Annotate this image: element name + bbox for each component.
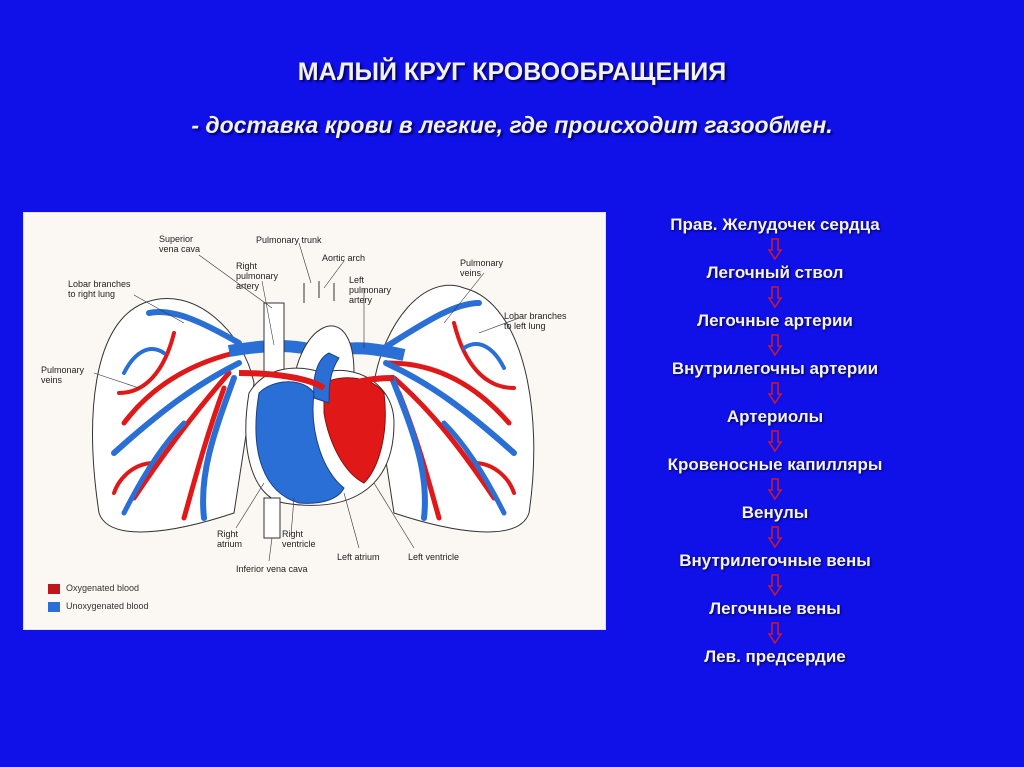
left-lung-vessels [381, 300, 517, 521]
label-lobar-branches-left: Lobar branches to left lung [504, 311, 567, 331]
down-arrow-icon [765, 477, 785, 501]
label-pulmonary-trunk: Pulmonary trunk [256, 235, 322, 245]
inferior-vena-cava [263, 497, 281, 539]
label-left-pulmonary-artery: Left pulmonary artery [349, 275, 392, 305]
label-aortic-arch: Aortic arch [322, 253, 366, 263]
legend-oxygenated-label: Oxygenated blood [66, 583, 140, 593]
pulmonary-trunk [313, 352, 340, 404]
right-lung-vessels [111, 309, 242, 521]
down-arrow-icon [765, 333, 785, 357]
oxygenated-swatch [48, 583, 60, 594]
pulmonary-circulation-diagram: Superior vena cava Pulmonary trunk Aorti… [23, 212, 606, 630]
label-lobar-branches-right: Lobar branches to right lung [68, 279, 131, 299]
legend-oxygenated: Oxygenated blood [48, 583, 139, 594]
diagram-drawing [92, 242, 535, 562]
flow-step: Кровеносные капилляры [667, 455, 883, 474]
legend-unoxygenated-label: Unoxygenated blood [66, 601, 149, 611]
down-arrow-icon [765, 429, 785, 453]
label-left-atrium: Left atrium [337, 552, 380, 562]
label-right-atrium: Right atrium [217, 529, 243, 549]
flow-step: Легочный ствол [706, 263, 844, 282]
label-pulmonary-veins-right: Pulmonary veins [41, 365, 85, 385]
label-left-ventricle: Left ventricle [408, 552, 460, 562]
down-arrow-icon [765, 237, 785, 261]
flow-step: Внутрилегочны артерии [671, 359, 879, 378]
flow-step: Легочные вены [709, 599, 841, 618]
down-arrow-icon [765, 381, 785, 405]
slide-subtitle: - доставка крови в легкие, где происходи… [191, 112, 833, 138]
label-right-pulmonary-artery: Right pulmonary artery [236, 261, 279, 291]
slide-title: МАЛЫЙ КРУГ КРОВООБРАЩЕНИЯ [297, 58, 727, 86]
down-arrow-icon [765, 525, 785, 549]
right-heart-chambers [255, 381, 345, 504]
unoxygenated-swatch [48, 601, 60, 612]
flow-step: Легочные артерии [697, 311, 853, 330]
down-arrow-icon [765, 285, 785, 309]
flow-step: Венулы [741, 503, 809, 522]
flow-step: Лев. предсердие [704, 647, 846, 666]
label-superior-vena-cava: Superior vena cava [159, 234, 201, 254]
legend-unoxygenated: Unoxygenated blood [48, 601, 149, 612]
pulmonary-veins-left [342, 375, 395, 391]
label-pulmonary-veins-left: Pulmonary veins [460, 258, 504, 278]
down-arrow-icon [765, 621, 785, 645]
aortic-arch [303, 281, 335, 303]
flow-step: Прав. Желудочек сердца [670, 215, 880, 234]
label-inferior-vena-cava: Inferior vena cava [236, 564, 308, 574]
flow-step: Артериолы [726, 407, 824, 426]
down-arrow-icon [765, 573, 785, 597]
label-leader-lines [93, 242, 520, 562]
pulmonary-veins-right [238, 370, 326, 391]
label-right-ventricle: Right ventricle [282, 529, 316, 549]
flow-step: Внутрилегочные вены [679, 551, 871, 570]
